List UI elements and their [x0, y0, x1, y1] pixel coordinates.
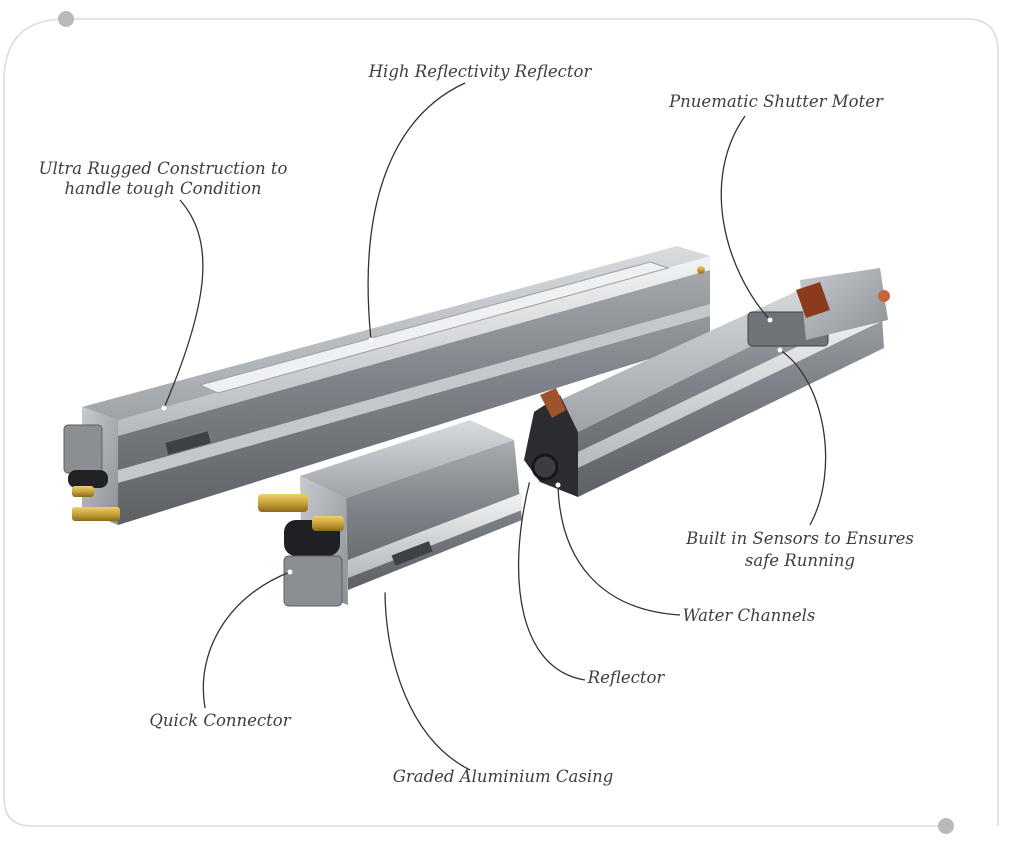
small-lamp-connector-block: [283, 555, 343, 607]
large-lamp-window: [198, 261, 670, 394]
leader-dot-connector: [287, 569, 293, 575]
leader-dot-sensors: [777, 347, 783, 353]
callout-quick-connector: Quick Connector: [149, 711, 291, 730]
small-lamp-brass-fitting-2: [312, 516, 344, 531]
leader-dot-reflectivity: [368, 337, 374, 343]
leader-dot-water: [555, 482, 561, 488]
large-lamp-lower-rail: [118, 304, 710, 483]
frame-dot-bottom-right: [938, 818, 954, 834]
callout-sensors-line2: safe Running: [745, 551, 855, 570]
callout-sensors-line1: Built in Sensors to Ensures: [685, 529, 914, 548]
leader-sensors: [779, 349, 827, 526]
large-lamp-plate: [165, 431, 211, 455]
leader-lines: [163, 82, 827, 771]
cutaway-lamp-rear-copper: [796, 282, 830, 318]
cutaway-lamp-copper: [540, 388, 566, 418]
leader-dot-casing: [382, 587, 388, 593]
small-uv-lamp: [258, 420, 522, 607]
card-frame: [3, 18, 999, 827]
small-lamp-plate: [391, 541, 433, 566]
leader-quick-connector: [202, 571, 291, 709]
small-lamp-top: [300, 420, 514, 498]
large-lamp-brass-fitting-1: [72, 486, 94, 497]
large-lamp-hose: [68, 470, 108, 488]
leader-dot-rugged: [161, 405, 167, 411]
large-lamp-end-fitting: [697, 266, 705, 274]
large-lamp-rail: [118, 256, 710, 436]
leader-casing: [384, 589, 471, 771]
small-lamp-brass-fitting-1: [258, 494, 308, 512]
leader-end-dots: [161, 317, 783, 593]
small-lamp-rail: [348, 493, 522, 578]
cutaway-uv-lamp: [524, 268, 890, 497]
cutaway-lamp-rear-block: [800, 268, 888, 340]
leader-high-reflectivity: [367, 82, 466, 341]
leader-dot-reflector: [527, 477, 533, 483]
large-lamp-connector-block: [63, 424, 103, 474]
frame-dot-top-left: [58, 11, 74, 27]
leader-shutter-motor: [720, 115, 771, 321]
large-uv-lamp: [63, 246, 710, 525]
callout-shutter-motor: Pnuematic Shutter Moter: [668, 92, 884, 111]
callout-casing: Graded Aluminium Casing: [393, 767, 614, 786]
leader-dot-shutter: [767, 317, 773, 323]
leader-reflector: [517, 479, 586, 681]
callout-high-reflectivity: High Reflectivity Reflector: [368, 62, 593, 81]
callout-ultra-rugged-line2: handle tough Condition: [64, 179, 261, 198]
reflector-end: [531, 453, 559, 481]
leader-water-channels: [557, 484, 681, 616]
leader-ultra-rugged: [163, 199, 204, 409]
callout-water-channels: Water Channels: [683, 606, 816, 625]
cutaway-lamp-rear-fitting: [878, 290, 890, 302]
large-lamp-brass-fitting-2: [72, 507, 120, 521]
callout-reflector: Reflector: [587, 668, 666, 687]
callout-ultra-rugged-line1: Ultra Rugged Construction to: [39, 159, 288, 178]
